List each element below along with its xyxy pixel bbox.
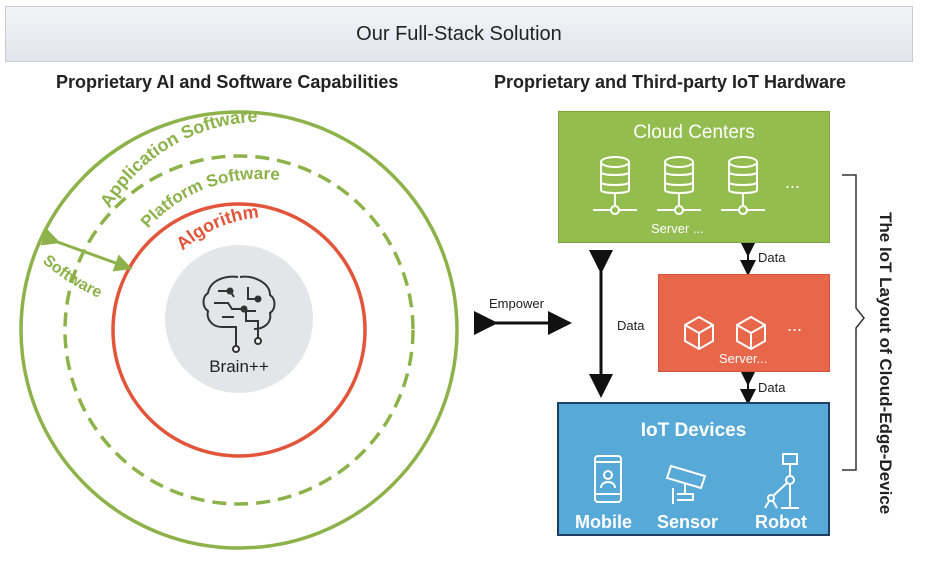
edge-ellipsis: ... (787, 315, 803, 335)
robot-arm-icon (764, 453, 799, 509)
cube-icons (684, 315, 766, 351)
iot-devices-panel: IoT Devices Mo (557, 402, 830, 536)
cube-icon (684, 315, 714, 351)
cloud-centers-panel: Cloud Centers (558, 111, 830, 243)
software-label: Software (39, 252, 104, 302)
database-server-icon (657, 156, 701, 215)
application-ring (19, 110, 459, 550)
brain-label: Brain++ (209, 357, 269, 376)
cloud-ellipsis: ... (785, 172, 801, 192)
right-heading: Proprietary and Third-party IoT Hardware (494, 72, 847, 92)
banner-title: Our Full-Stack Solution (356, 22, 562, 45)
cube-icon (736, 315, 766, 351)
database-server-icons (593, 156, 765, 215)
data-label-edge-iot: Data (758, 380, 786, 395)
core-circle (165, 245, 313, 393)
cloud-centers-title: Cloud Centers (633, 122, 755, 143)
device-label-mobile: Mobile (575, 512, 632, 532)
layout-bracket (842, 174, 865, 471)
device-label-robot: Robot (755, 512, 807, 532)
database-server-icon (721, 156, 765, 215)
device-icons (594, 453, 799, 509)
brain-circuit-icon (202, 275, 276, 353)
device-label-sensor: Sensor (657, 512, 719, 532)
platform-ring (63, 154, 415, 506)
software-span-arrow (40, 228, 133, 272)
banner: Our Full-Stack Solution (5, 6, 913, 62)
layout-title: The IoT Layout of Cloud-Edge-Device (876, 212, 895, 515)
database-server-icon (593, 156, 637, 215)
left-heading: Proprietary AI and Software Capabilities (56, 72, 399, 92)
algorithm-ring (111, 202, 367, 458)
edge-server-panel: ... Server... (658, 274, 830, 372)
cloud-server-label: Server ... (651, 221, 704, 236)
data-label-cloud-edge: Data (758, 250, 786, 265)
mobile-phone-icon (594, 455, 622, 503)
iot-devices-title: IoT Devices (640, 420, 747, 441)
edge-server-label: Server... (719, 351, 768, 366)
data-label-cloud-iot: Data (617, 318, 645, 333)
empower-label: Empower (489, 296, 544, 311)
security-camera-icon (665, 464, 707, 504)
